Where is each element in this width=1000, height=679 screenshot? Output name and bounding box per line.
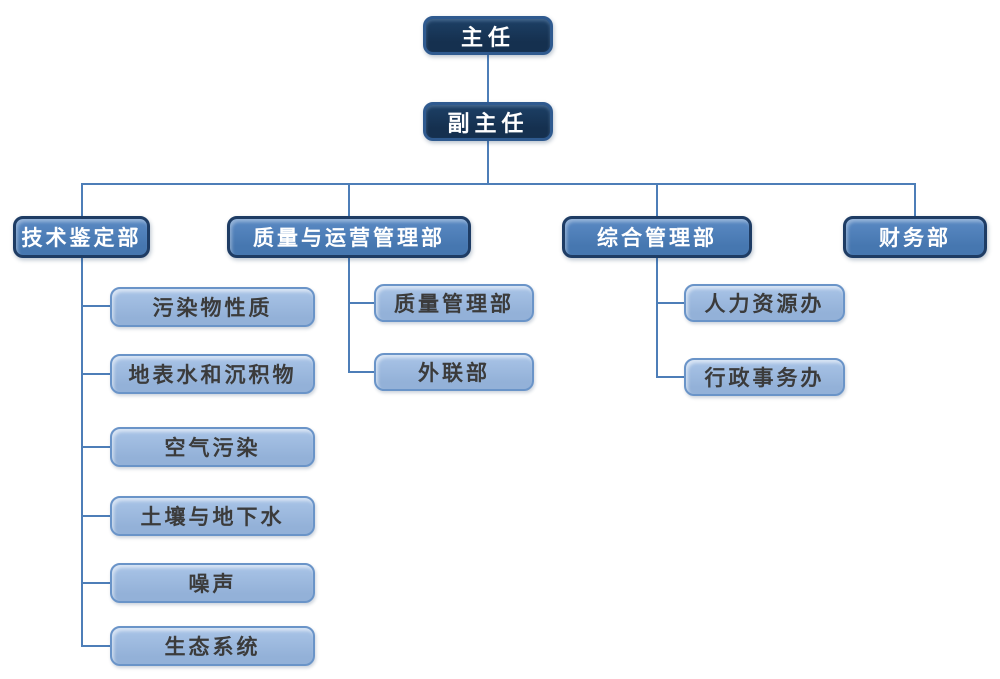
connector-stub-air-pollution bbox=[81, 446, 111, 448]
connector-stub-surface-water-sediment bbox=[81, 373, 111, 375]
node-ecosystem: 生态系统 bbox=[110, 626, 315, 666]
connector-stub-hr-office bbox=[656, 302, 685, 304]
node-director: 主任 bbox=[423, 16, 553, 55]
node-quality-operations-dept: 质量与运营管理部 bbox=[227, 216, 471, 258]
node-external-relations-dept: 外联部 bbox=[374, 353, 534, 391]
node-tech-appraisal-dept: 技术鉴定部 bbox=[13, 216, 150, 258]
connector-drop-quality-operations bbox=[348, 183, 350, 217]
node-admin-affairs-office: 行政事务办 bbox=[684, 358, 845, 396]
node-noise: 噪声 bbox=[110, 563, 315, 603]
node-pollutant-properties: 污染物性质 bbox=[110, 287, 315, 327]
node-hr-office: 人力资源办 bbox=[684, 284, 845, 322]
node-soil-groundwater: 土壤与地下水 bbox=[110, 496, 315, 536]
connector-deputy-to-bus bbox=[487, 141, 489, 184]
connector-drop-general-admin bbox=[656, 183, 658, 217]
node-finance-dept: 财务部 bbox=[843, 216, 987, 258]
connector-spine-quality-operations bbox=[348, 257, 350, 373]
connector-drop-finance bbox=[914, 183, 916, 217]
node-air-pollution: 空气污染 bbox=[110, 427, 315, 467]
node-quality-management-dept: 质量管理部 bbox=[374, 284, 534, 322]
connector-director-to-deputy bbox=[487, 54, 489, 103]
connector-bus-horizontal bbox=[81, 183, 916, 185]
connector-stub-quality-management bbox=[348, 302, 375, 304]
connector-stub-noise bbox=[81, 582, 111, 584]
connector-drop-tech-appraisal bbox=[81, 183, 83, 217]
connector-stub-pollutant-properties bbox=[81, 305, 111, 307]
connector-stub-ecosystem bbox=[81, 645, 111, 647]
node-general-admin-dept: 综合管理部 bbox=[562, 216, 752, 258]
node-surface-water-sediment: 地表水和沉积物 bbox=[110, 354, 315, 394]
connector-spine-tech-appraisal bbox=[81, 257, 83, 647]
connector-spine-general-admin bbox=[656, 257, 658, 378]
node-deputy-director: 副主任 bbox=[423, 102, 553, 141]
connector-stub-external-relations bbox=[348, 371, 375, 373]
connector-stub-admin-affairs bbox=[656, 376, 685, 378]
connector-stub-soil-groundwater bbox=[81, 515, 111, 517]
